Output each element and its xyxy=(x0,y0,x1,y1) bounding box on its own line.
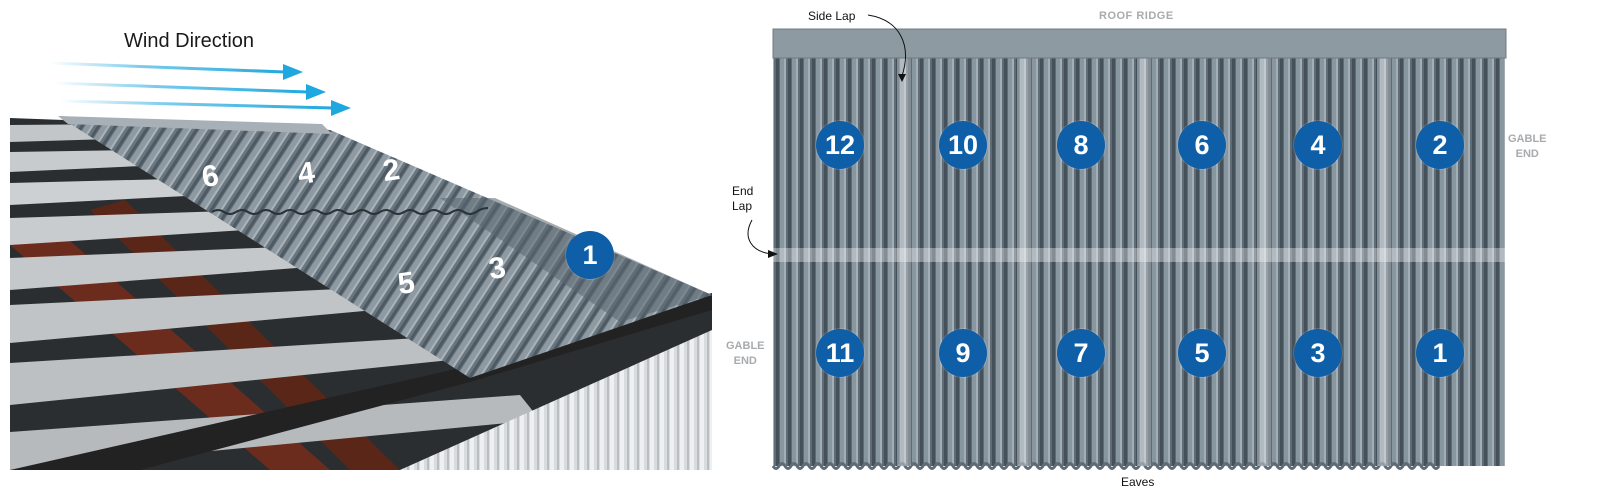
plan-badge-6: 6 xyxy=(1178,121,1226,169)
gable-end-right-label: GABLE END xyxy=(1508,133,1547,160)
sheet-badge-1: 1 xyxy=(566,231,614,279)
end-lap-arrow xyxy=(747,219,773,255)
wind-arrows xyxy=(49,61,351,116)
plan-badge-9: 9 xyxy=(939,329,987,377)
wind-direction-label: Wind Direction xyxy=(124,30,255,52)
ridge-cap xyxy=(58,116,332,134)
eaves-edge xyxy=(771,462,1441,470)
plan-badge-12: 12 xyxy=(816,121,864,169)
roof-sheets xyxy=(58,116,712,378)
plan-badge-4: 4 xyxy=(1294,121,1342,169)
plan-badge-2: 2 xyxy=(1416,121,1464,169)
eaves-label: Eaves xyxy=(1121,475,1155,489)
end-lap-line xyxy=(211,207,489,215)
wall-cladding xyxy=(400,330,712,470)
plan-view xyxy=(747,14,1507,470)
gable-end-left-label: GABLE END xyxy=(726,340,765,367)
rafter xyxy=(10,232,330,470)
plan-badge-10: 10 xyxy=(939,121,987,169)
plan-badge-3: 3 xyxy=(1294,329,1342,377)
plan-badge-8: 8 xyxy=(1057,121,1105,169)
sheet-field xyxy=(773,58,1505,466)
side-lap-arrow xyxy=(867,14,906,77)
roof-ridge-label: ROOF RIDGE xyxy=(1099,10,1174,22)
end-lap-label: End Lap xyxy=(732,184,754,213)
plan-badge-1: 1 xyxy=(1416,329,1464,377)
side-laps xyxy=(897,58,1391,466)
side-lap-label: Side Lap xyxy=(808,9,856,23)
plan-badge-11: 11 xyxy=(816,329,864,377)
plan-badge-5: 5 xyxy=(1178,329,1226,377)
roof-ridge-cap xyxy=(772,28,1507,59)
plan-badge-7: 7 xyxy=(1057,329,1105,377)
end-lap-band xyxy=(773,248,1505,262)
